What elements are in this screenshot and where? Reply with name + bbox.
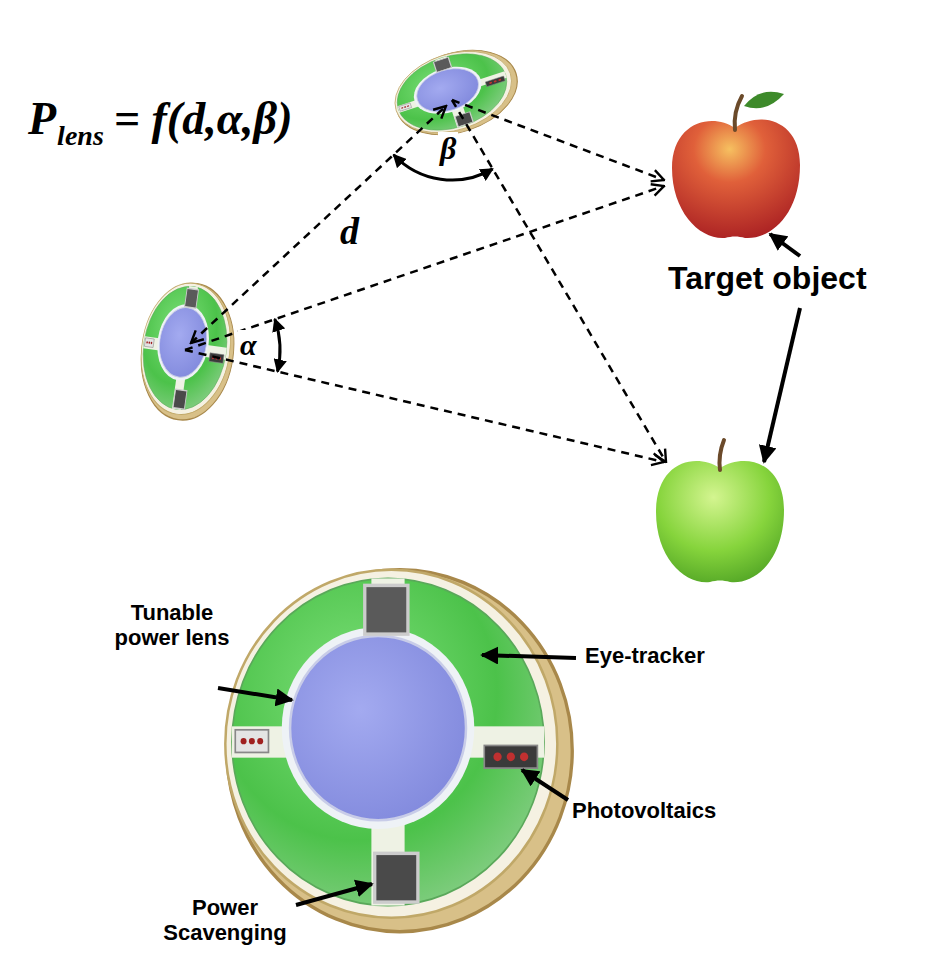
part-label: Power Scavenging xyxy=(155,895,295,946)
red-apple xyxy=(672,92,800,238)
part-label: Photovoltaics xyxy=(572,800,716,822)
formula-expression: = f(d,α,β) xyxy=(114,96,293,142)
sight-lines xyxy=(185,100,666,462)
angle-arc xyxy=(275,319,280,372)
formula-subscript: lens xyxy=(57,122,104,150)
part-label: Eye-tracker xyxy=(585,645,705,667)
contact-lens-detail xyxy=(225,570,572,932)
target-label: Target object xyxy=(668,262,867,294)
angle-label: α xyxy=(238,330,259,360)
part-label: Tunable power lens xyxy=(112,600,232,651)
formula-symbol: P xyxy=(28,96,56,142)
angle-label: β xyxy=(438,132,458,164)
pointer-arrows xyxy=(218,234,800,905)
distance-label: d xyxy=(338,212,361,250)
